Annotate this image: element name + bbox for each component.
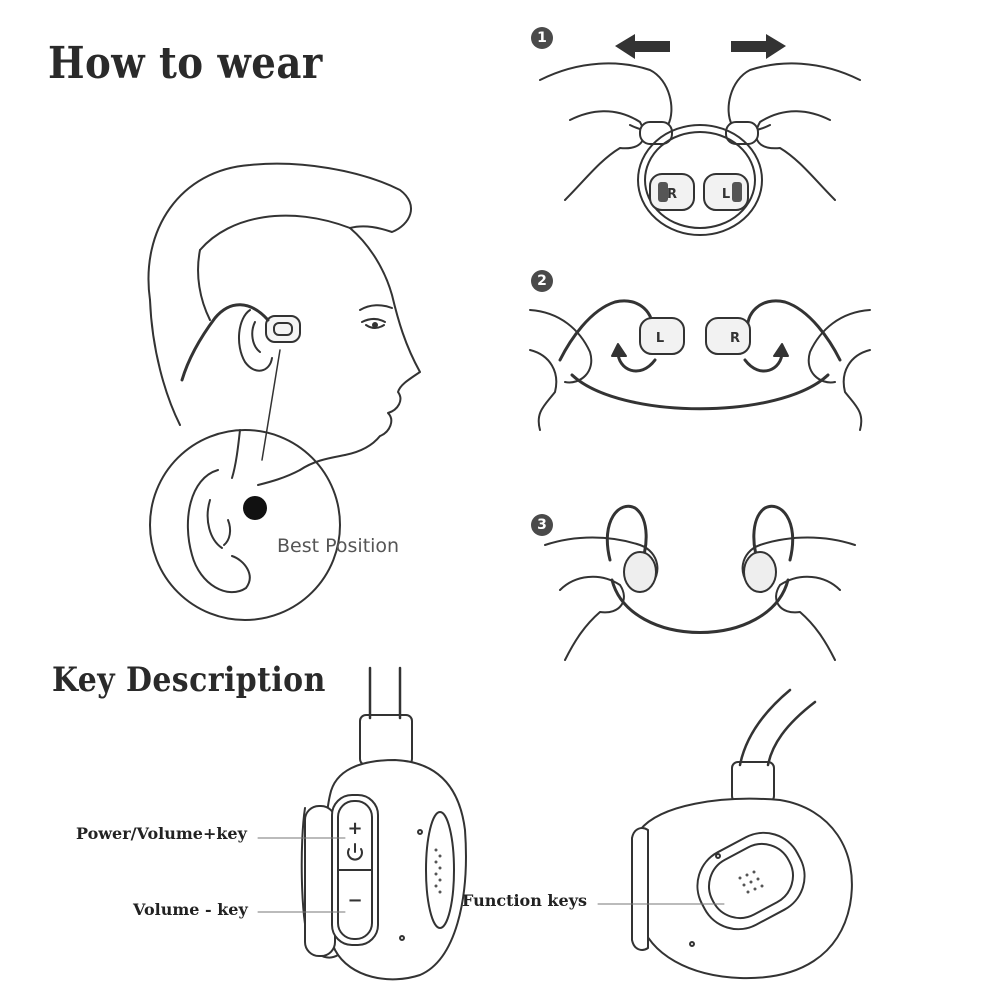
step-3-drawing — [544, 504, 856, 661]
ear-zoom-circle — [149, 429, 341, 621]
volume-minus-label: Volume - key — [133, 900, 248, 919]
device-button-side-drawing — [257, 666, 467, 981]
plus-icon: + — [347, 818, 362, 839]
key-description-heading: Key Description — [52, 660, 326, 700]
best-position-dot — [243, 496, 267, 520]
power-volume-plus-label: Power/Volume+key — [76, 824, 247, 843]
how-to-wear-heading: How to wear — [48, 38, 323, 89]
arrow-right-icon — [731, 34, 786, 59]
step-2-drawing — [529, 299, 871, 431]
step-2-number: 2 — [531, 270, 553, 292]
step-1-drawing — [539, 34, 861, 236]
best-position-label: Best Position — [277, 535, 400, 557]
step-1-number: 1 — [531, 27, 553, 49]
step-3-number: 3 — [531, 514, 553, 536]
earbud-r-letter-step2: R — [730, 331, 740, 346]
head-profile-drawing — [147, 162, 421, 486]
minus-icon: − — [347, 890, 362, 911]
earbud-l-letter: L — [722, 187, 730, 202]
earbud-r-letter: R — [667, 187, 677, 202]
earbud-l-letter-step2: L — [656, 331, 664, 346]
speaker-grille — [434, 848, 764, 894]
device-function-side-drawing — [597, 688, 853, 980]
power-icon — [347, 843, 363, 861]
function-keys-label: Function keys — [462, 891, 587, 910]
arrow-left-icon — [615, 34, 670, 59]
